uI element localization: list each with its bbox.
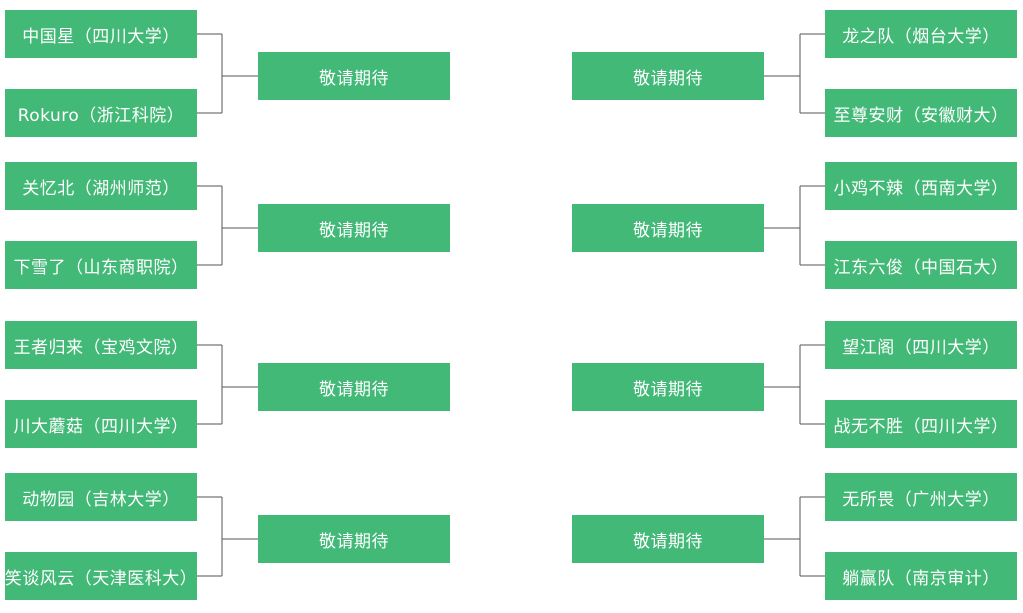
right-result-1: 敬请期待	[572, 52, 764, 100]
right-team-3b: 战无不胜（四川大学）	[825, 400, 1017, 448]
right-team-3a: 望江阁（四川大学）	[825, 321, 1017, 369]
left-connector-2	[197, 185, 258, 266]
left-team-2a: 关忆北（湖州师范）	[5, 162, 197, 210]
right-result-4: 敬请期待	[572, 515, 764, 563]
left-team-4a: 动物园（吉林大学）	[5, 473, 197, 521]
left-team-1b: Rokuro（浙江科院）	[5, 89, 197, 137]
left-team-3a: 王者归来（宝鸡文院）	[5, 321, 197, 369]
left-team-2b: 下雪了（山东商职院）	[5, 241, 197, 289]
left-result-4: 敬请期待	[258, 515, 450, 563]
right-team-4a: 无所畏（广州大学）	[825, 473, 1017, 521]
right-connector-2	[764, 185, 825, 266]
right-team-4b: 躺赢队（南京审计）	[825, 552, 1017, 600]
left-team-4b: 笑谈风云（天津医科大）	[5, 552, 197, 600]
left-connector-3	[197, 344, 258, 425]
right-connector-4	[764, 496, 825, 577]
right-result-3: 敬请期待	[572, 363, 764, 411]
right-team-2a: 小鸡不辣（西南大学）	[825, 162, 1017, 210]
left-result-3: 敬请期待	[258, 363, 450, 411]
left-result-2: 敬请期待	[258, 204, 450, 252]
left-connector-4	[197, 496, 258, 577]
left-team-3b: 川大蘑菇（四川大学）	[5, 400, 197, 448]
left-connector-1	[197, 33, 258, 114]
right-team-1a: 龙之队（烟台大学）	[825, 10, 1017, 58]
right-result-2: 敬请期待	[572, 204, 764, 252]
right-connector-3	[764, 344, 825, 425]
right-connector-1	[764, 33, 825, 114]
left-team-1a: 中国星（四川大学）	[5, 10, 197, 58]
left-result-1: 敬请期待	[258, 52, 450, 100]
right-team-2b: 江东六俊（中国石大）	[825, 241, 1017, 289]
right-team-1b: 至尊安财（安徽财大）	[825, 89, 1017, 137]
